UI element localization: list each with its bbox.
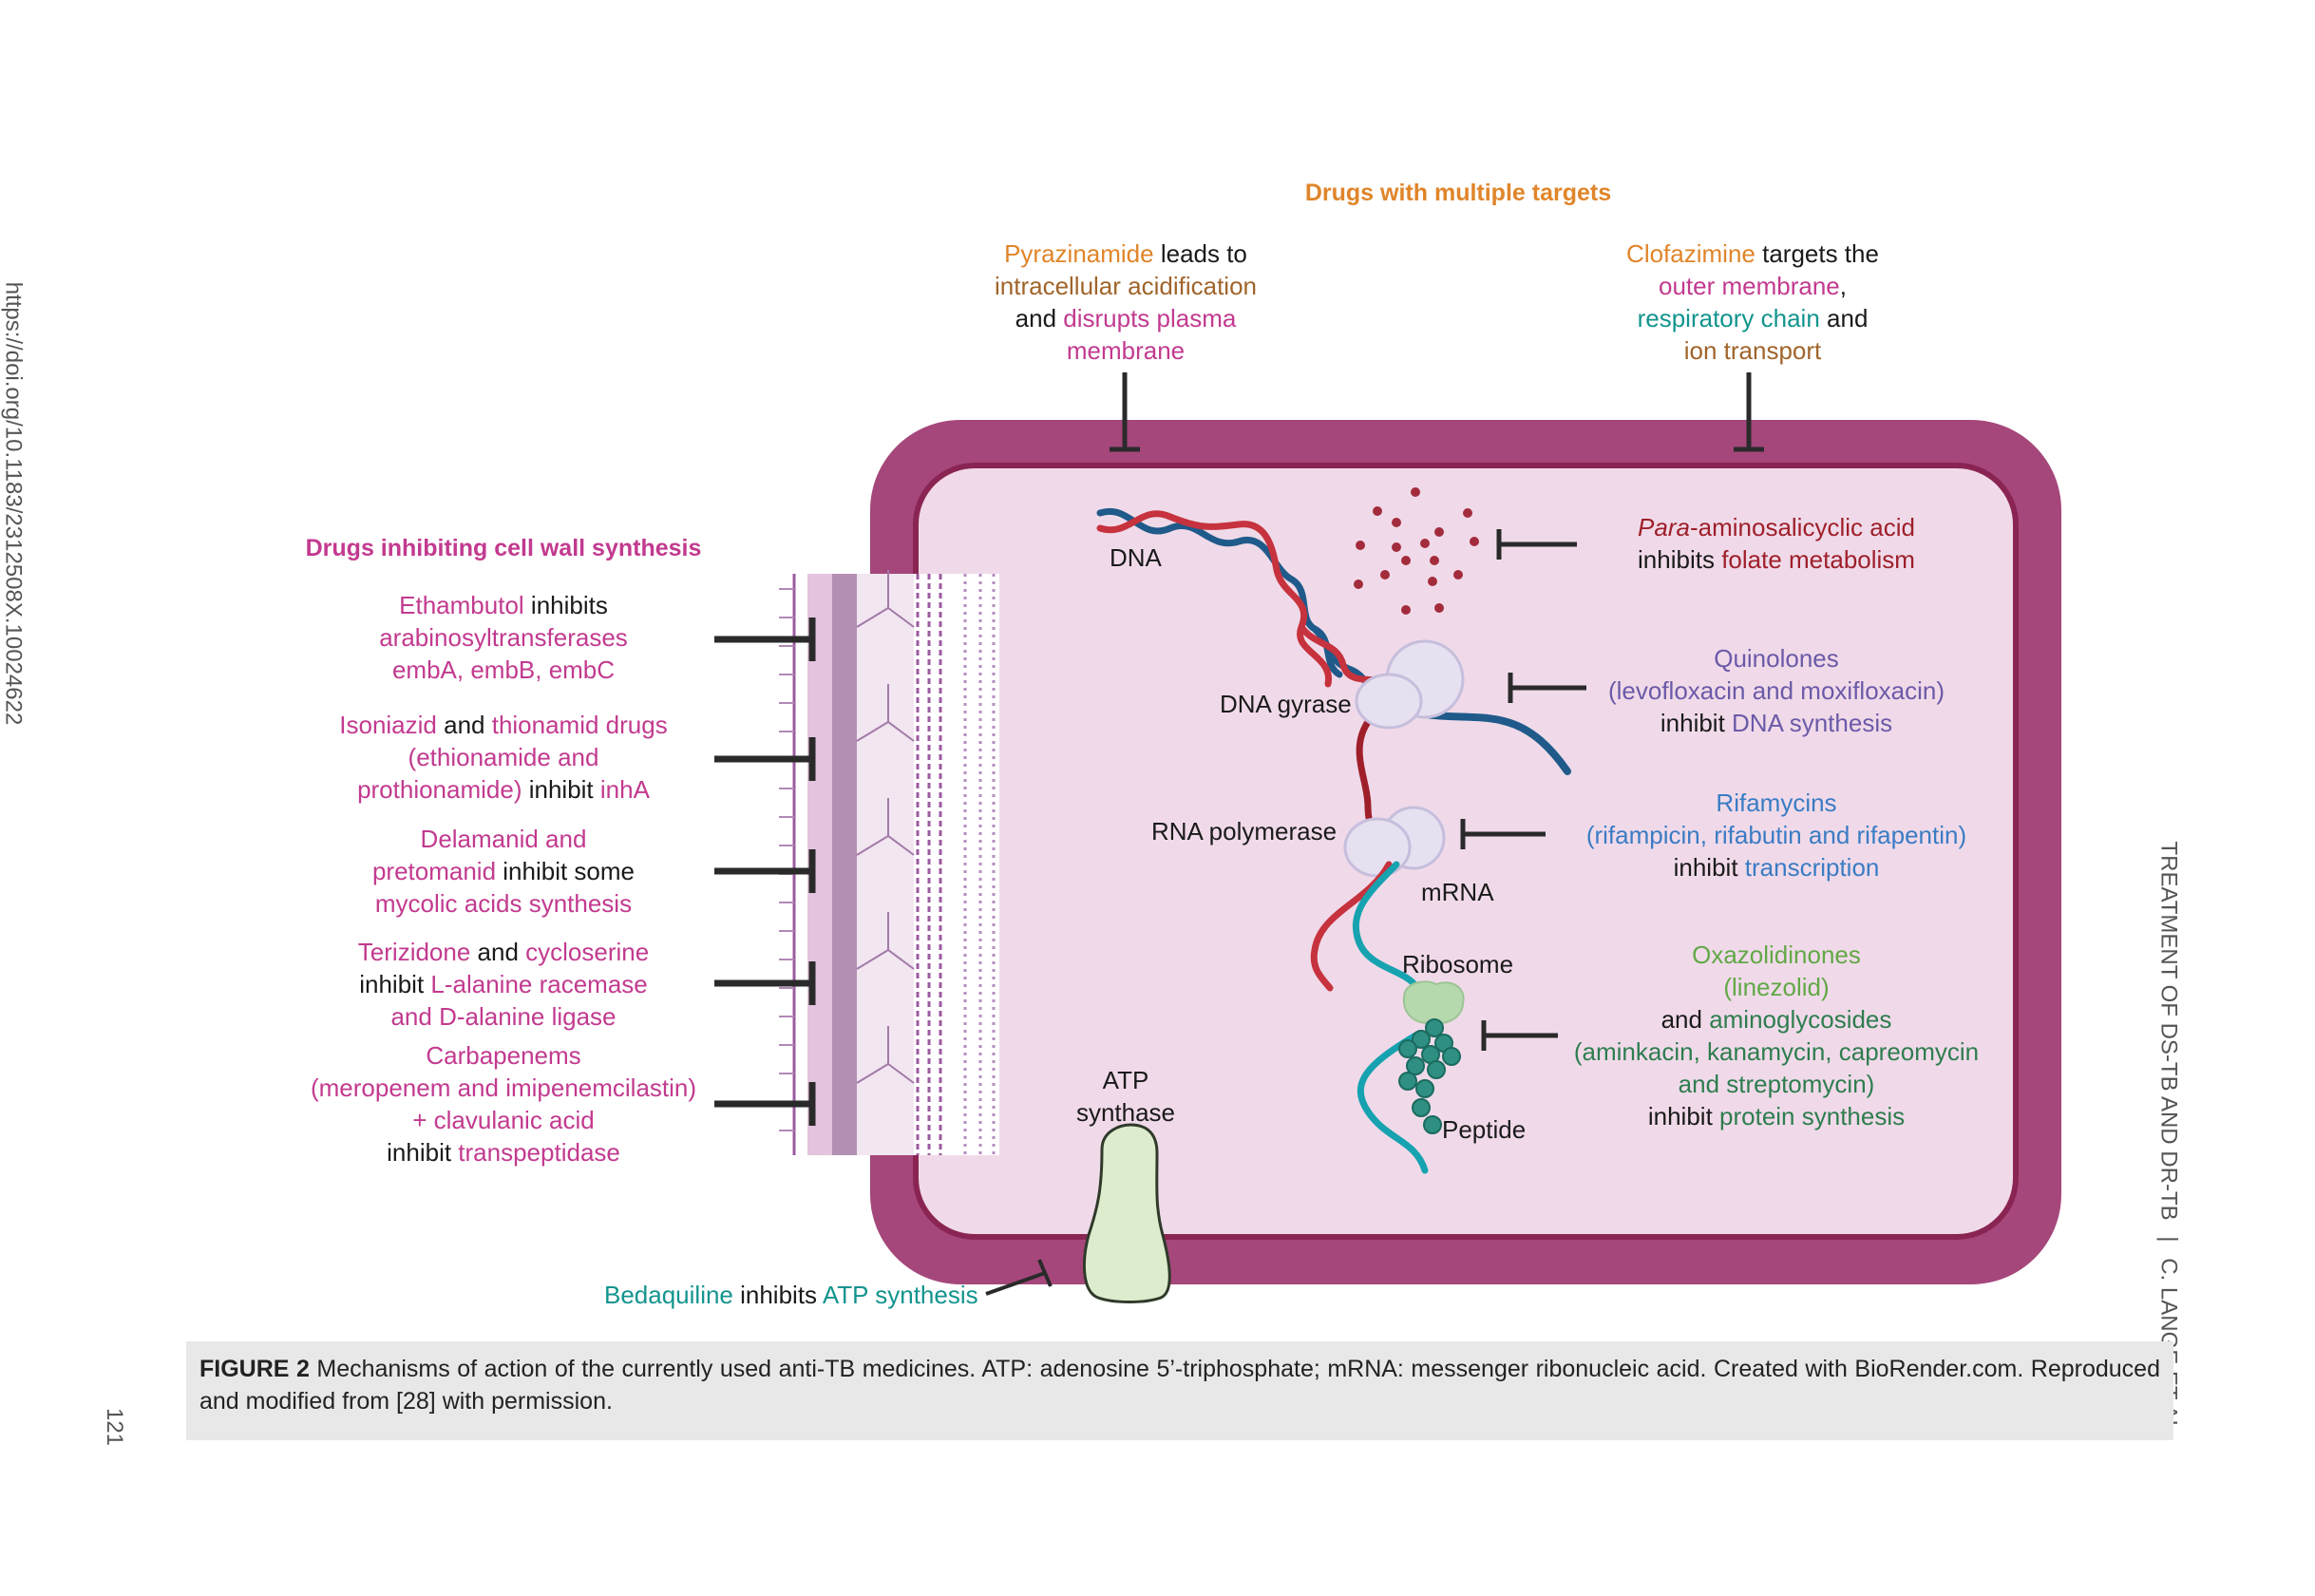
top-inhibitor-bars <box>1110 372 1764 452</box>
oxazolidinones-drug: Oxazolidinones <box>1692 940 1861 969</box>
pyrazinamide-label: Pyrazinamide leads to intracellular acid… <box>994 239 1258 365</box>
figure-label: FIGURE 2 <box>199 1356 310 1382</box>
bedaquiline-drug: Bedaquiline <box>604 1281 733 1309</box>
ethambutol-drug: Ethambutol <box>399 591 524 619</box>
mrna-strand <box>1352 861 1421 992</box>
dna-gyrase <box>1355 639 1465 730</box>
heading-multiple-targets: Drugs with multiple targets <box>1304 180 1612 206</box>
pyrazinamide-drug: Pyrazinamide <box>1004 239 1154 268</box>
label-rna-polymerase: RNA polymerase <box>1151 817 1338 846</box>
ribosome <box>1402 980 1465 1024</box>
clofazimine-label: Clofazimine targets the outer membrane, … <box>1626 239 1879 365</box>
label-dna: DNA <box>1110 543 1162 572</box>
atp-synthase <box>1082 1123 1171 1303</box>
pas-drug-italic: Para <box>1638 513 1690 542</box>
label-atp-synthase: ATP synthase <box>1075 1066 1176 1127</box>
terizidone-drug: Terizidone <box>357 938 471 966</box>
caption-text: Mechanisms of action of the currently us… <box>199 1356 2160 1415</box>
quinolones-drug: Quinolones <box>1714 644 1839 673</box>
isoniazid-label: Isoniazid and thionamid drugs (ethionami… <box>339 711 668 804</box>
ethambutol-label: Ethambutol inhibits arabinosyltransferas… <box>379 591 628 684</box>
dna-blue-strand <box>1421 711 1571 775</box>
right-inhibitor-bars <box>1460 529 1586 1051</box>
bedaquiline-label: Bedaquiline inhibits ATP synthesis <box>604 1281 978 1309</box>
mrna-strand-lower <box>1357 1032 1429 1174</box>
isoniazid-drug: Isoniazid <box>339 711 437 739</box>
cell-wall-inhibitor-bars <box>714 618 816 1126</box>
pas-label: Para-aminosalicyclic acid inhibits folat… <box>1638 513 1915 574</box>
carbapenems-drug: Carbapenems <box>426 1041 581 1070</box>
folate-dots <box>1354 487 1479 615</box>
peptide-chain <box>1398 1018 1461 1134</box>
terizidone-label: Terizidone and cycloserine inhibit L-ala… <box>357 938 650 1031</box>
rifamycins-label: Rifamycins (rifampicin, rifabutin and ri… <box>1567 787 1985 884</box>
heading-cell-wall: Drugs inhibiting cell wall synthesis <box>305 535 702 561</box>
figure-caption: FIGURE 2 Mechanisms of action of the cur… <box>186 1341 2173 1440</box>
label-mrna: mRNA <box>1421 878 1494 906</box>
rifamycins-drug: Rifamycins <box>1716 788 1837 817</box>
delamanid-drug: Delamanid and <box>420 825 587 853</box>
delamanid-label: Delamanid and pretomanid inhibit some my… <box>313 823 693 920</box>
carbapenems-label: Carbapenems (meropenem and imipenemcilas… <box>285 1039 722 1168</box>
clofazimine-drug: Clofazimine <box>1626 239 1755 268</box>
bedaquiline-inhibitor <box>985 1259 1053 1296</box>
oxazolidinones-label: Oxazolidinones (linezolid) and aminoglyc… <box>1558 939 1995 1132</box>
cell-wall-layers <box>779 570 999 1155</box>
label-ribosome: Ribosome <box>1402 950 1514 978</box>
quinolones-label: Quinolones (levofloxacin and moxifloxaci… <box>1577 642 1976 739</box>
label-dna-gyrase: DNA gyrase <box>1220 690 1352 718</box>
label-peptide: Peptide <box>1442 1115 1527 1144</box>
